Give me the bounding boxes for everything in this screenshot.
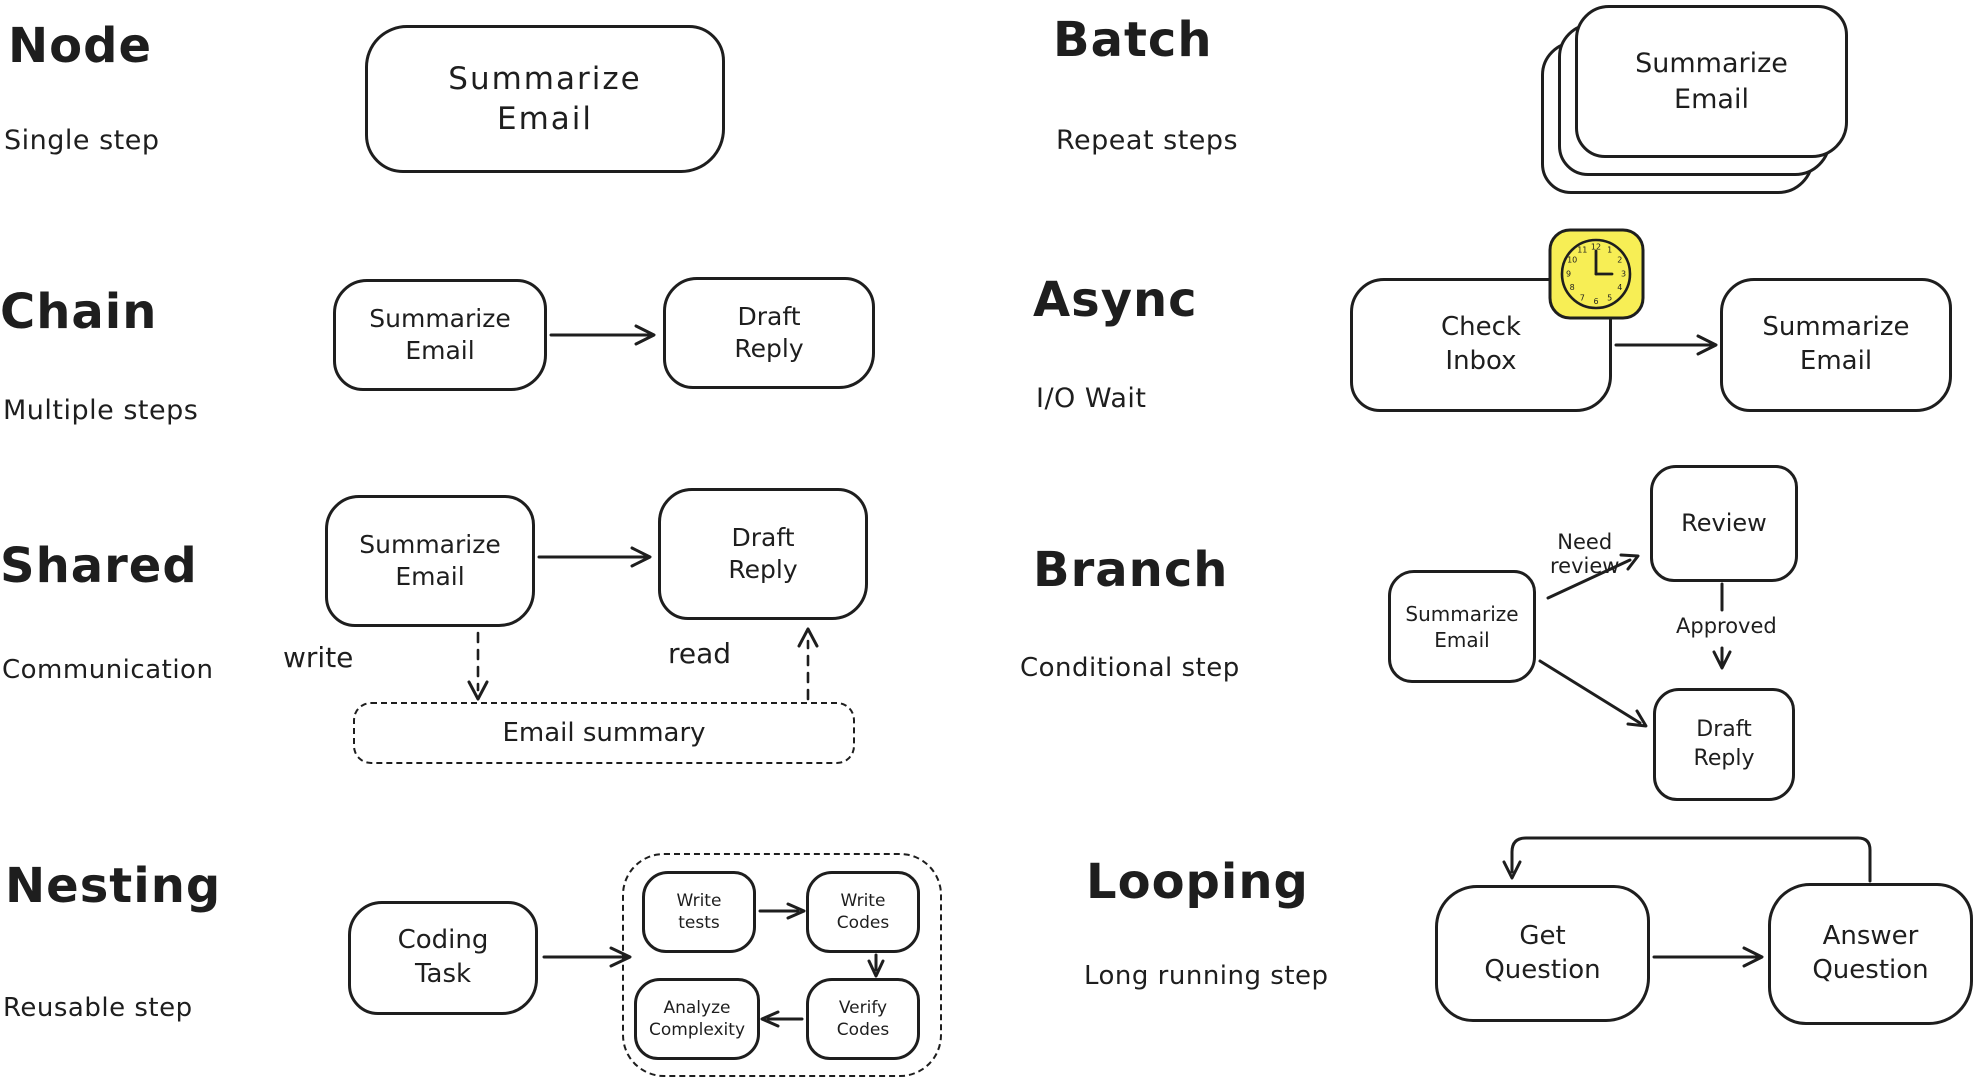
- branch-summarize-email-box: Summarize Email: [1388, 570, 1536, 683]
- clock-number: 2: [1617, 256, 1622, 265]
- shared-write-label: write: [283, 641, 354, 674]
- shared-email-summary-store: Email summary: [353, 702, 855, 764]
- shared-read-label: read: [668, 637, 732, 670]
- clock-number: 11: [1577, 246, 1587, 255]
- nesting-verify-codes-box: Verify Codes: [806, 978, 920, 1060]
- clock-number: 6: [1593, 297, 1598, 306]
- clock-number: 3: [1621, 270, 1626, 279]
- clock-number: 10: [1567, 256, 1577, 265]
- node-subtitle: Single step: [4, 125, 160, 156]
- batch-subtitle: Repeat steps: [1056, 125, 1239, 156]
- async-summarize-email-box: Summarize Email: [1720, 278, 1952, 412]
- node-summarize-email-box: Summarize Email: [365, 25, 725, 173]
- shared-draft-reply-box: Draft Reply: [658, 488, 868, 620]
- chain-arrow: [549, 324, 656, 346]
- async-arrow: [1614, 334, 1718, 356]
- looping-title: Looping: [1086, 854, 1309, 910]
- clock-icon: 12 1 2 3 4 5 6 7 8 9 10 11: [1548, 228, 1645, 320]
- looping-loopback-arrow: [1502, 836, 1872, 883]
- clock-number: 5: [1607, 293, 1612, 302]
- clock-number: 4: [1617, 283, 1622, 292]
- chain-title: Chain: [0, 284, 158, 340]
- shared-subtitle: Communication: [2, 655, 214, 685]
- shared-write-arrow: [467, 631, 489, 701]
- clock-number: 1: [1607, 246, 1612, 255]
- batch-title: Batch: [1053, 12, 1213, 68]
- branch-subtitle: Conditional step: [1020, 653, 1240, 683]
- nesting-subtitle: Reusable step: [3, 993, 193, 1023]
- shared-summarize-email-box: Summarize Email: [325, 495, 535, 627]
- async-check-inbox-box: Check Inbox: [1350, 278, 1612, 412]
- clock-number: 9: [1566, 270, 1571, 279]
- looping-answer-question-box: Answer Question: [1768, 883, 1973, 1025]
- looping-get-question-box: Get Question: [1435, 885, 1650, 1022]
- shared-read-arrow: [797, 627, 819, 701]
- branch-need-review-label: Need review: [1550, 530, 1620, 579]
- branch-draft-reply-box: Draft Reply: [1653, 688, 1795, 801]
- branch-review-box: Review: [1650, 465, 1798, 582]
- batch-summarize-email-card: Summarize Email: [1575, 5, 1848, 158]
- async-subtitle: I/O Wait: [1036, 383, 1147, 414]
- nesting-write-codes-box: Write Codes: [806, 871, 920, 953]
- async-title: Async: [1033, 272, 1198, 328]
- shared-arrow: [537, 546, 652, 568]
- clock-number: 8: [1570, 283, 1575, 292]
- node-title: Node: [8, 18, 153, 74]
- chain-summarize-email-box: Summarize Email: [333, 279, 547, 391]
- branch-title: Branch: [1033, 542, 1229, 598]
- clock-number: 7: [1580, 293, 1585, 302]
- branch-approved-label: Approved: [1676, 614, 1777, 638]
- chain-draft-reply-box: Draft Reply: [663, 277, 875, 389]
- nesting-analyze-complexity-box: Analyze Complexity: [634, 978, 760, 1060]
- shared-title: Shared: [0, 538, 198, 594]
- nesting-write-tests-box: Write tests: [642, 871, 756, 953]
- nesting-arrow: [542, 946, 632, 968]
- chain-subtitle: Multiple steps: [3, 395, 199, 426]
- clock-number: 12: [1591, 243, 1601, 252]
- nesting-title: Nesting: [5, 858, 222, 914]
- branch-direct-arrow: [1538, 659, 1648, 728]
- looping-forward-arrow: [1652, 946, 1764, 968]
- looping-subtitle: Long running step: [1084, 961, 1329, 991]
- nesting-coding-task-box: Coding Task: [348, 901, 538, 1015]
